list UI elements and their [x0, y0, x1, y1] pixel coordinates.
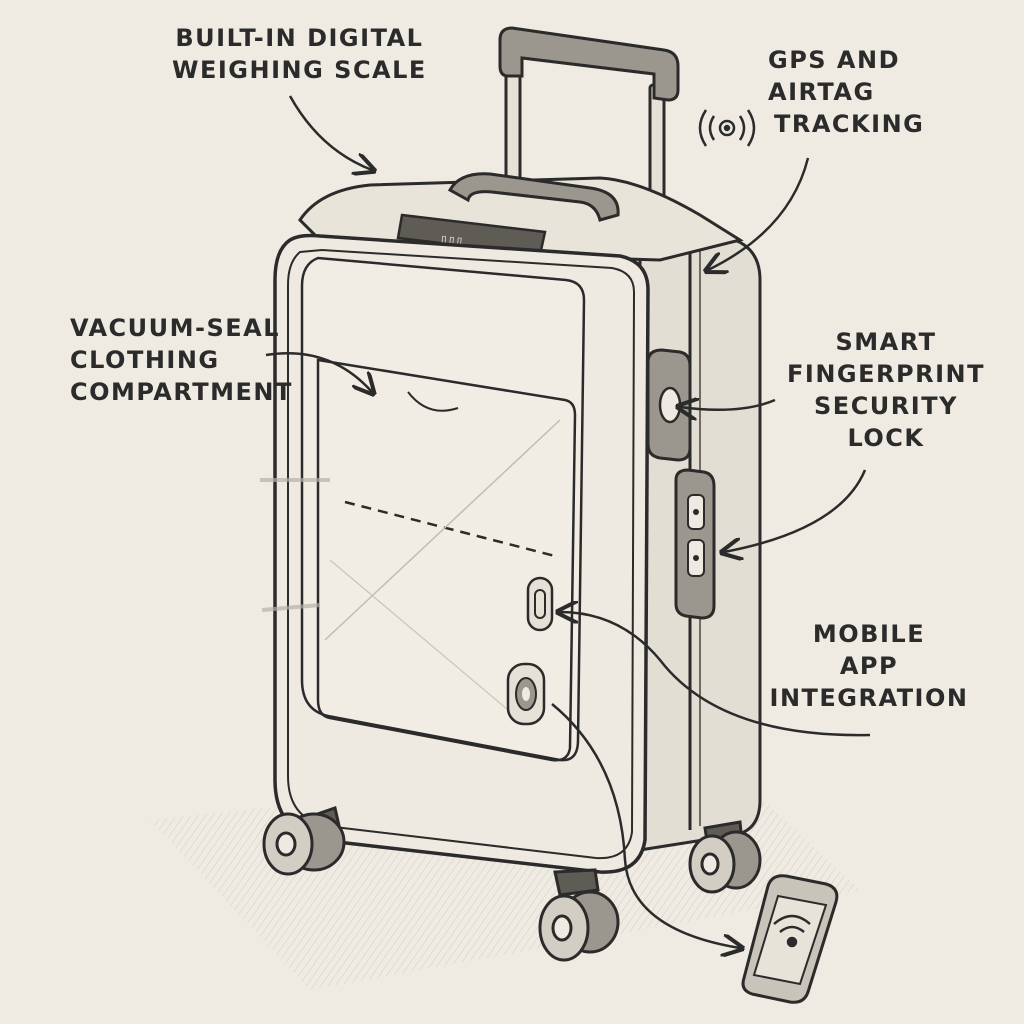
- arrow-gps: [708, 157, 810, 270]
- wheel-back-right: [688, 820, 762, 894]
- label-weighing-scale: Built-in digital weighing scale: [172, 24, 427, 84]
- compartment-flap: [316, 358, 577, 762]
- wifi-icon: [773, 914, 811, 948]
- latch-module: [674, 468, 716, 620]
- arrow-phone: [551, 703, 740, 948]
- telescoping-handle: [498, 26, 680, 207]
- fingerprint-lock: [646, 348, 692, 462]
- arrow-vacuum: [265, 352, 372, 392]
- label-vacuum-compartment: Vacuum-seal clothing compartment: [70, 314, 293, 406]
- label-gps-tracking: GPS and AirTag tracking: [768, 46, 925, 138]
- zipper-dashed: [344, 500, 556, 558]
- carry-handle: [447, 172, 620, 222]
- front-button-lower: [506, 662, 546, 726]
- signal-icon: [698, 109, 756, 147]
- front-button-upper: [526, 576, 554, 632]
- arrow-app: [560, 612, 871, 737]
- label-fingerprint-lock: Smart fingerprint security lock: [787, 328, 985, 452]
- arrow-scale: [288, 95, 372, 170]
- arrow-latch: [724, 469, 867, 552]
- label-mobile-app: Mobile app integration: [769, 620, 969, 712]
- wheel-front-left: [262, 806, 346, 876]
- wheel-front-right: [538, 868, 620, 962]
- arrow-lock: [680, 400, 776, 410]
